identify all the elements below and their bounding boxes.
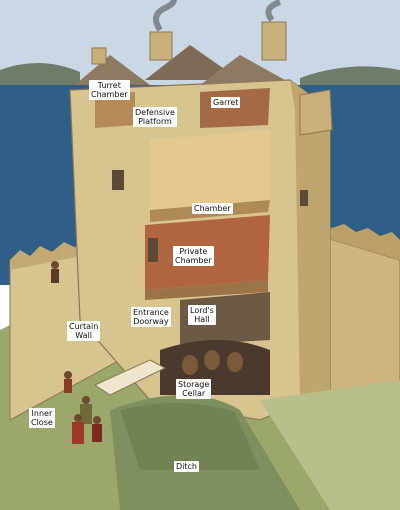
figure-3-head xyxy=(74,414,82,422)
right-turret xyxy=(299,89,333,136)
figure-1-body xyxy=(64,379,72,393)
label-storage-cellar: Storage Cellar xyxy=(176,379,212,399)
window-3 xyxy=(300,190,308,206)
smoke-1 xyxy=(153,0,177,32)
label-turret-chamber: Turret Chamber xyxy=(89,80,130,100)
label-curtain-wall: Curtain Wall xyxy=(67,321,101,341)
garret-room xyxy=(200,88,270,128)
private-chamber-floor xyxy=(145,280,268,300)
label-lords-hall: Lord's Hall xyxy=(188,305,216,325)
window-2 xyxy=(148,238,158,262)
entrance-bridge xyxy=(93,359,167,396)
chimney-2 xyxy=(261,21,287,61)
figure-2-head xyxy=(82,396,90,404)
figure-guard-head xyxy=(51,261,59,269)
roof-right xyxy=(200,55,285,85)
chimney-1 xyxy=(149,31,173,61)
figure-4-head xyxy=(93,416,101,424)
chamber-room xyxy=(150,130,270,210)
turret-chamber-room xyxy=(95,92,135,128)
barrel-1 xyxy=(182,355,198,375)
figure-2-body xyxy=(80,404,92,424)
label-entrance-doorway: Entrance Doorway xyxy=(131,307,171,327)
far-bank xyxy=(260,380,400,510)
smoke-2 xyxy=(265,0,282,22)
chimney-3 xyxy=(91,47,107,65)
figure-3-body xyxy=(72,422,84,444)
ditch-shadow xyxy=(120,402,260,470)
figure-guard-body xyxy=(51,269,59,283)
roof-center xyxy=(145,45,240,80)
roof-left xyxy=(75,55,150,85)
label-ditch: Ditch xyxy=(174,461,199,472)
label-garret: Garret xyxy=(211,97,241,108)
figure-4-body xyxy=(92,424,102,442)
window-1 xyxy=(112,170,124,190)
label-inner-close: Inner Close xyxy=(29,408,55,428)
label-defensive-platform: Defensive Platform xyxy=(133,107,177,127)
label-chamber: Chamber xyxy=(192,203,233,214)
barrel-3 xyxy=(227,352,243,372)
figure-1-head xyxy=(64,371,72,379)
barrel-2 xyxy=(204,350,220,370)
label-private-chamber: Private Chamber xyxy=(173,246,214,266)
tower-shade xyxy=(290,80,330,400)
